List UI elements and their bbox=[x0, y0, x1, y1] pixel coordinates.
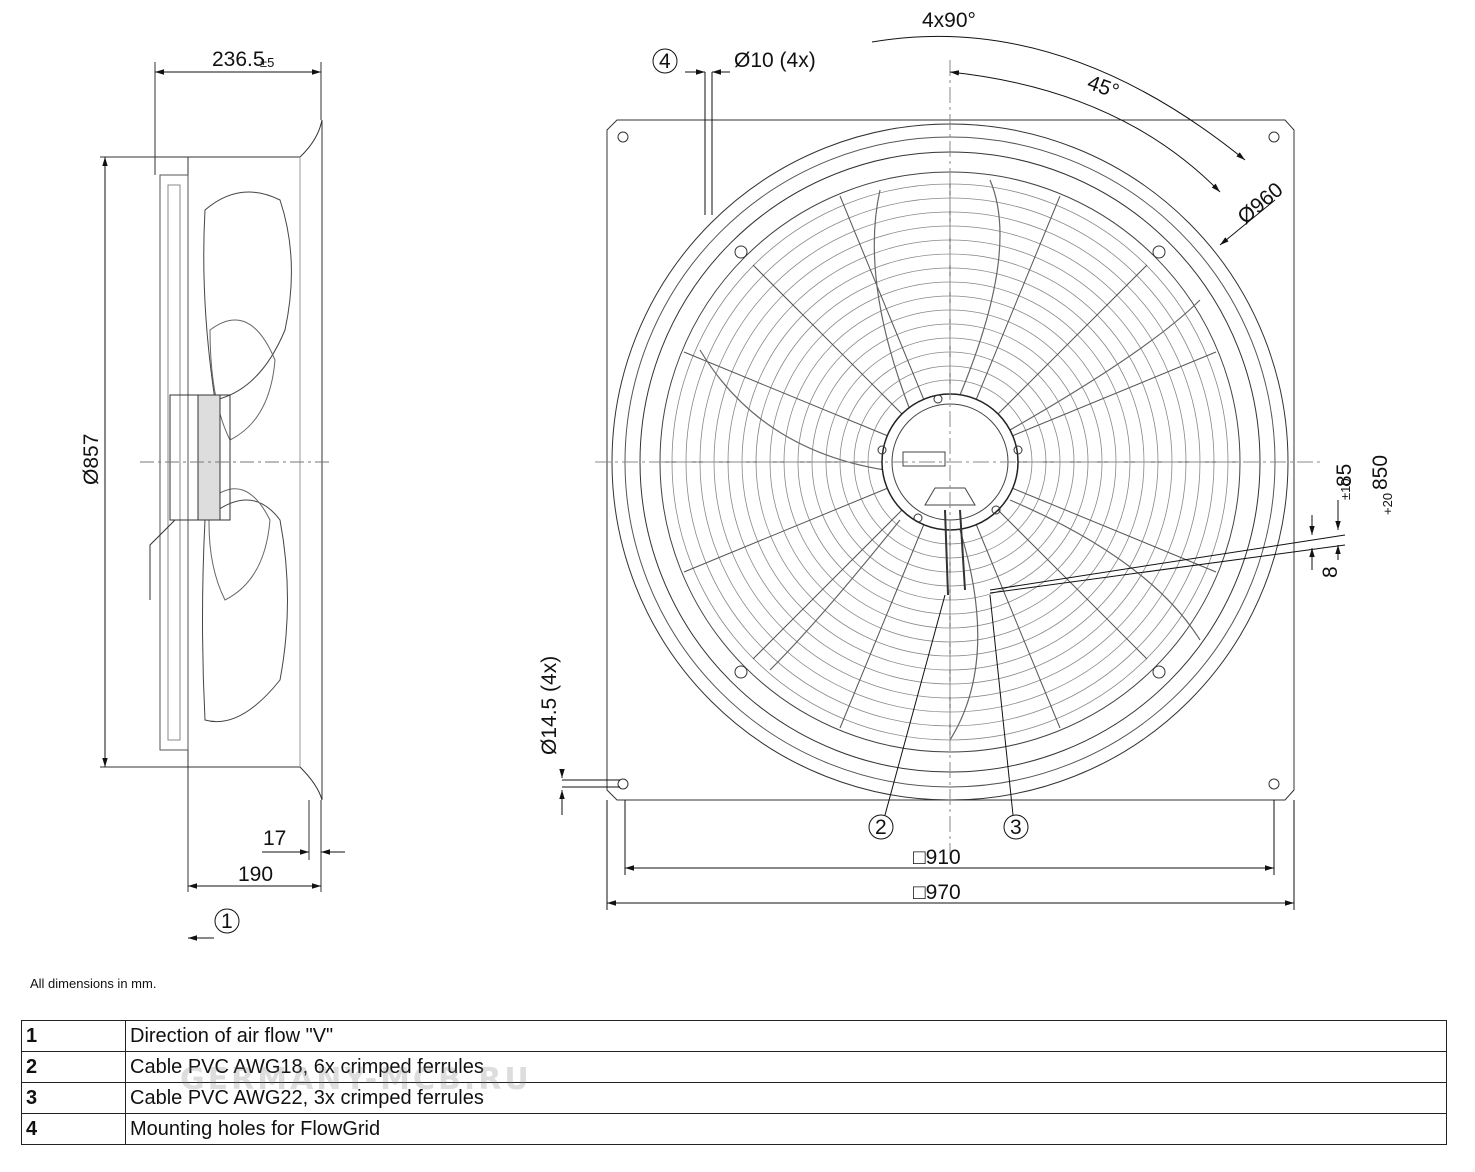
watermark: GERMANY-MCB.RU bbox=[180, 1062, 532, 1097]
dim-side-diameter: Ø857 bbox=[80, 434, 103, 485]
dim-4x90: 4x90° bbox=[922, 9, 976, 32]
callout-3: 3 bbox=[1003, 814, 1029, 840]
front-view bbox=[595, 60, 1320, 860]
legend-number: 4 bbox=[21, 1113, 126, 1145]
callout-1-label: 1 bbox=[221, 910, 233, 933]
dim-17: 17 bbox=[263, 827, 286, 850]
callout-3-label: 3 bbox=[1010, 816, 1022, 839]
dim-depth-label: 236.5 bbox=[212, 48, 265, 71]
legend-number: 1 bbox=[21, 1020, 126, 1052]
legend-number: 3 bbox=[21, 1082, 126, 1114]
callout-1: 1 bbox=[214, 908, 240, 934]
side-dimensions bbox=[102, 69, 345, 941]
legend-number: 2 bbox=[21, 1051, 126, 1083]
dim-85: 85 bbox=[1333, 464, 1356, 487]
callout-2: 2 bbox=[868, 814, 894, 840]
dim-190: 190 bbox=[238, 863, 273, 886]
dim-960: Ø960 bbox=[1233, 178, 1287, 229]
front-dimensions bbox=[559, 35, 1346, 910]
callout-4-label: 4 bbox=[659, 50, 671, 73]
dim-970: □970 bbox=[913, 881, 961, 904]
dim-850: 850 bbox=[1369, 455, 1392, 490]
technical-drawing: 236.5 ±5 Ø857 17 190 1 bbox=[80, 9, 1395, 941]
dim-910: □910 bbox=[913, 846, 961, 869]
units-note: All dimensions in mm. bbox=[30, 976, 157, 991]
dim-depth-tolerance: ±5 bbox=[260, 55, 274, 70]
legend-text: Direction of air flow "V" bbox=[125, 1020, 1447, 1052]
legend-row: 1 Direction of air flow "V" bbox=[21, 1020, 1447, 1052]
dim-hole-large: Ø14.5 (4x) bbox=[538, 656, 561, 755]
dim-85-tol: ±10 bbox=[1338, 478, 1353, 500]
dim-45: 45° bbox=[1084, 71, 1122, 103]
legend-text: Mounting holes for FlowGrid bbox=[125, 1113, 1447, 1145]
side-view bbox=[100, 62, 330, 892]
callout-4: 4 bbox=[652, 48, 678, 74]
dim-850-tol: +20 bbox=[1380, 493, 1395, 515]
dim-hole-small: Ø10 (4x) bbox=[734, 49, 816, 72]
legend-row: 4 Mounting holes for FlowGrid bbox=[21, 1113, 1447, 1145]
callout-2-label: 2 bbox=[875, 816, 887, 839]
legend-table: 1 Direction of air flow "V" 2 Cable PVC … bbox=[21, 1020, 1447, 1145]
dim-8: 8 bbox=[1319, 566, 1342, 578]
